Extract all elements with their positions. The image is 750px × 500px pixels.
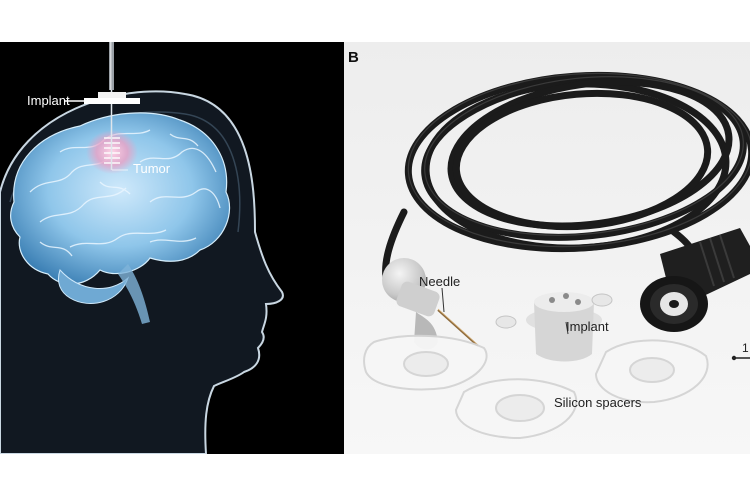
label-implant-b: Implant xyxy=(566,320,609,333)
label-needle: Needle xyxy=(419,275,460,288)
panel-letter-b: B xyxy=(348,50,359,65)
label-implant-a: Implant xyxy=(27,94,70,107)
panel-a-head-illustration: Implant Tumor xyxy=(0,42,344,454)
label-silicon-spacers: Silicon spacers xyxy=(554,396,641,409)
silicon-spacers xyxy=(364,336,708,438)
device-photo xyxy=(344,42,750,454)
cable-connector xyxy=(640,228,750,332)
panel-b-device-photo: B Needle Implant Silicon spacers 1 xyxy=(344,42,750,454)
scale-label: 1 xyxy=(742,342,749,354)
label-tumor: Tumor xyxy=(133,162,170,175)
